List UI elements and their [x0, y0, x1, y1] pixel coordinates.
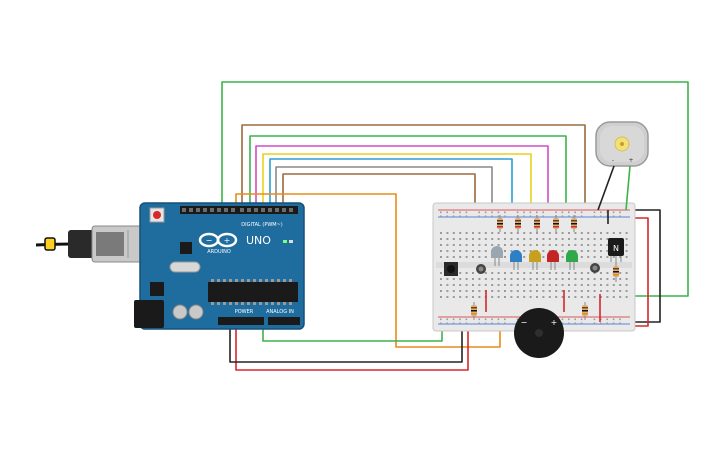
- svg-text:+: +: [224, 236, 231, 245]
- brand-label: ARDUINO: [207, 249, 231, 255]
- wire-yellow: [262, 153, 532, 225]
- resistor-6: [613, 262, 619, 282]
- led-white: [491, 246, 503, 266]
- buzzer-minus: −: [521, 318, 528, 327]
- model-label: UNO: [246, 234, 271, 247]
- digital-label: DIGITAL (PWM~): [241, 222, 283, 228]
- leds: [491, 246, 578, 270]
- power-header[interactable]: [218, 317, 264, 325]
- resistors: [471, 215, 619, 320]
- wire-black-right: [620, 209, 661, 323]
- wire-green-inner: [249, 135, 567, 225]
- wire-green-outer: [221, 81, 689, 297]
- analog-label: ANALOG IN: [266, 309, 294, 315]
- push-button-3[interactable]: [590, 263, 600, 273]
- usb-chip: [180, 242, 192, 254]
- wire-green-bottom: [262, 324, 443, 342]
- breadboard-jumpers: [485, 210, 609, 322]
- wire-red-bottom: [235, 320, 469, 371]
- analog-header[interactable]: [268, 317, 300, 325]
- led-blue: [510, 250, 522, 270]
- wire-blue: [269, 158, 513, 225]
- digital-header[interactable]: [180, 206, 298, 214]
- led-yellow: [529, 250, 541, 270]
- push-button-1[interactable]: [444, 262, 458, 276]
- resistor-5: [571, 215, 577, 232]
- arduino-logo-icon: − +: [198, 232, 238, 248]
- svg-text:−: −: [206, 236, 213, 245]
- dc-motor: - +: [595, 121, 649, 211]
- buzzer-plus: +: [551, 318, 558, 327]
- resistor-2: [515, 215, 521, 232]
- motor-minus: -: [612, 157, 614, 164]
- arduino-uno-board[interactable]: DIGITAL (PWM~) − + ARDUINO UNO: [134, 202, 305, 330]
- wire-black-bottom: [229, 320, 463, 363]
- transistor: N: [608, 238, 624, 262]
- wire-brown-top: [241, 124, 586, 225]
- resistor-4: [553, 215, 559, 232]
- crystal: [169, 261, 201, 273]
- digital-pins: [182, 208, 293, 212]
- piezo-buzzer: − +: [514, 308, 564, 358]
- atmega-chip: [208, 282, 298, 302]
- resistor-3: [534, 215, 540, 232]
- motor-plus: +: [628, 157, 633, 164]
- resistor-7: [471, 302, 477, 320]
- wire-brown-low: [282, 173, 476, 225]
- led-green: [566, 250, 578, 270]
- transistor-label: N: [613, 244, 619, 253]
- wire-gray: [275, 166, 493, 225]
- power-label: POWER: [235, 309, 254, 315]
- resistor-8: [582, 302, 588, 320]
- push-button-2[interactable]: [476, 264, 486, 274]
- usb-cable: [35, 225, 145, 263]
- resistor-1: [497, 215, 503, 232]
- led-red: [547, 250, 559, 270]
- wire-magenta: [255, 145, 549, 225]
